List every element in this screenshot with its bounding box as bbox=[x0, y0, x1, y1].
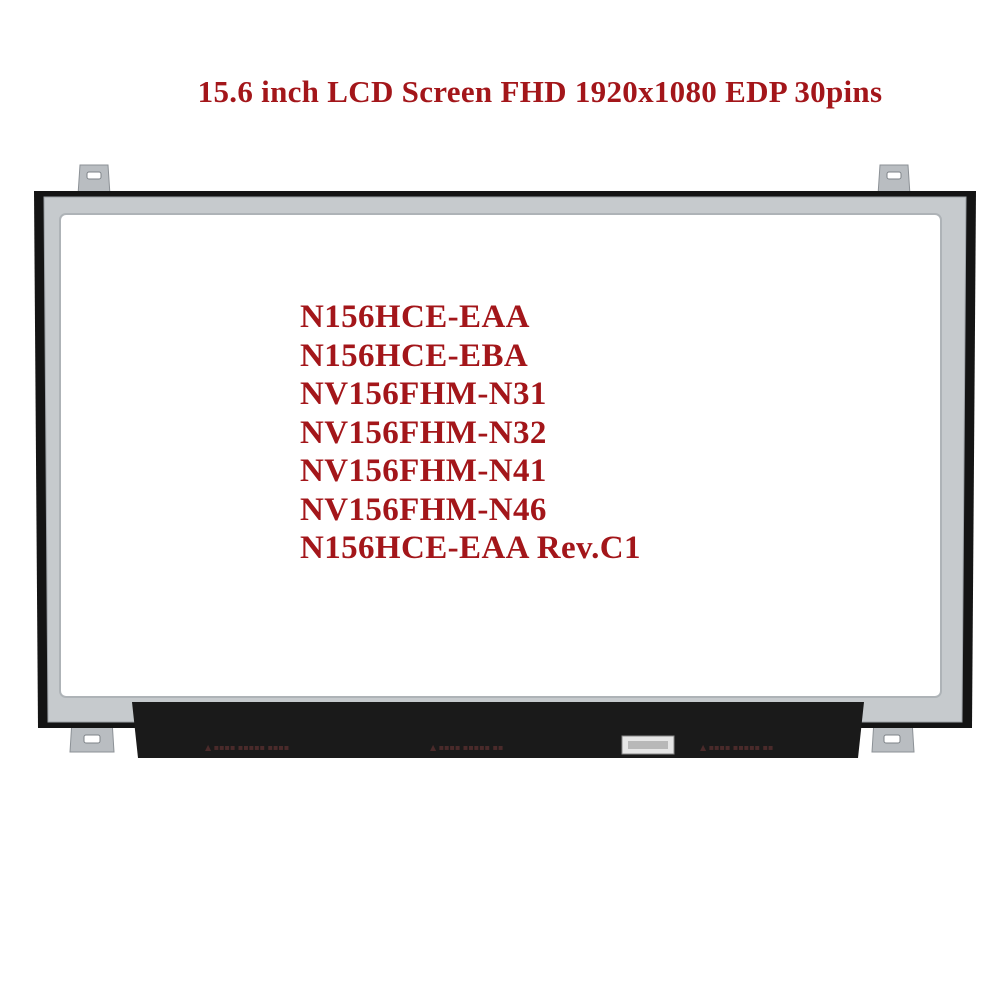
model-item: N156HCE-EAA bbox=[300, 299, 530, 335]
panel-pcb-strip bbox=[132, 702, 864, 758]
mounting-bracket-top-left bbox=[77, 164, 111, 196]
svg-text:▲ ▪▪▪▪ ▪▪▪▪▪ ▪▪: ▲ ▪▪▪▪ ▪▪▪▪▪ ▪▪ bbox=[430, 743, 503, 752]
model-list: N156HCE-EAA N156HCE-EBA NV156FHM-N31 NV1… bbox=[300, 298, 641, 568]
product-title: 15.6 inch LCD Screen FHD 1920x1080 EDP 3… bbox=[197, 74, 883, 109]
model-item: NV156FHM-N32 bbox=[300, 414, 547, 451]
mounting-bracket-top-right bbox=[877, 164, 911, 196]
panel-display-area bbox=[60, 214, 941, 697]
model-item: N156HCE-EAA Rev.C1 bbox=[300, 530, 641, 566]
model-item: N156HCE-EBA bbox=[300, 337, 529, 374]
svg-text:▲ ▪▪▪▪ ▪▪▪▪▪ ▪▪▪▪: ▲ ▪▪▪▪ ▪▪▪▪▪ ▪▪▪▪ bbox=[205, 743, 289, 752]
edp-connector bbox=[621, 735, 675, 755]
model-item: NV156FHM-N46 bbox=[300, 491, 547, 528]
svg-text:▲ ▪▪▪▪ ▪▪▪▪▪ ▪▪: ▲ ▪▪▪▪ ▪▪▪▪▪ ▪▪ bbox=[700, 743, 773, 752]
model-item: NV156FHM-N31 bbox=[300, 376, 547, 412]
model-item: NV156FHM-N41 bbox=[300, 453, 547, 489]
